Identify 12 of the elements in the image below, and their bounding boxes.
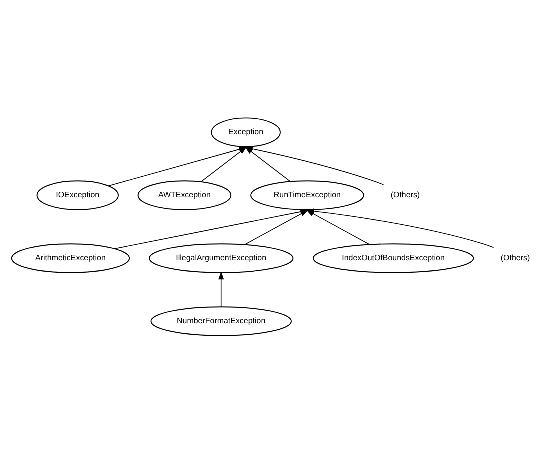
node-ellipse: AWTException bbox=[138, 180, 232, 210]
node-ellipse: ArithmeticException bbox=[11, 243, 130, 273]
node-ellipse: IllegalArgumentException bbox=[149, 243, 294, 273]
arrow bbox=[306, 210, 370, 245]
node-text: (Others) bbox=[500, 252, 530, 262]
node-ellipse: NumberFormatException bbox=[150, 306, 292, 336]
node-ellipse: IndexOutOfBoundsException bbox=[312, 243, 474, 273]
node-ellipse: Exception bbox=[211, 117, 281, 147]
node-ellipse: RunTimeException bbox=[250, 180, 364, 210]
node-ellipse: IOException bbox=[36, 180, 119, 210]
node-text: (Others) bbox=[390, 190, 420, 200]
arrow bbox=[218, 271, 224, 307]
